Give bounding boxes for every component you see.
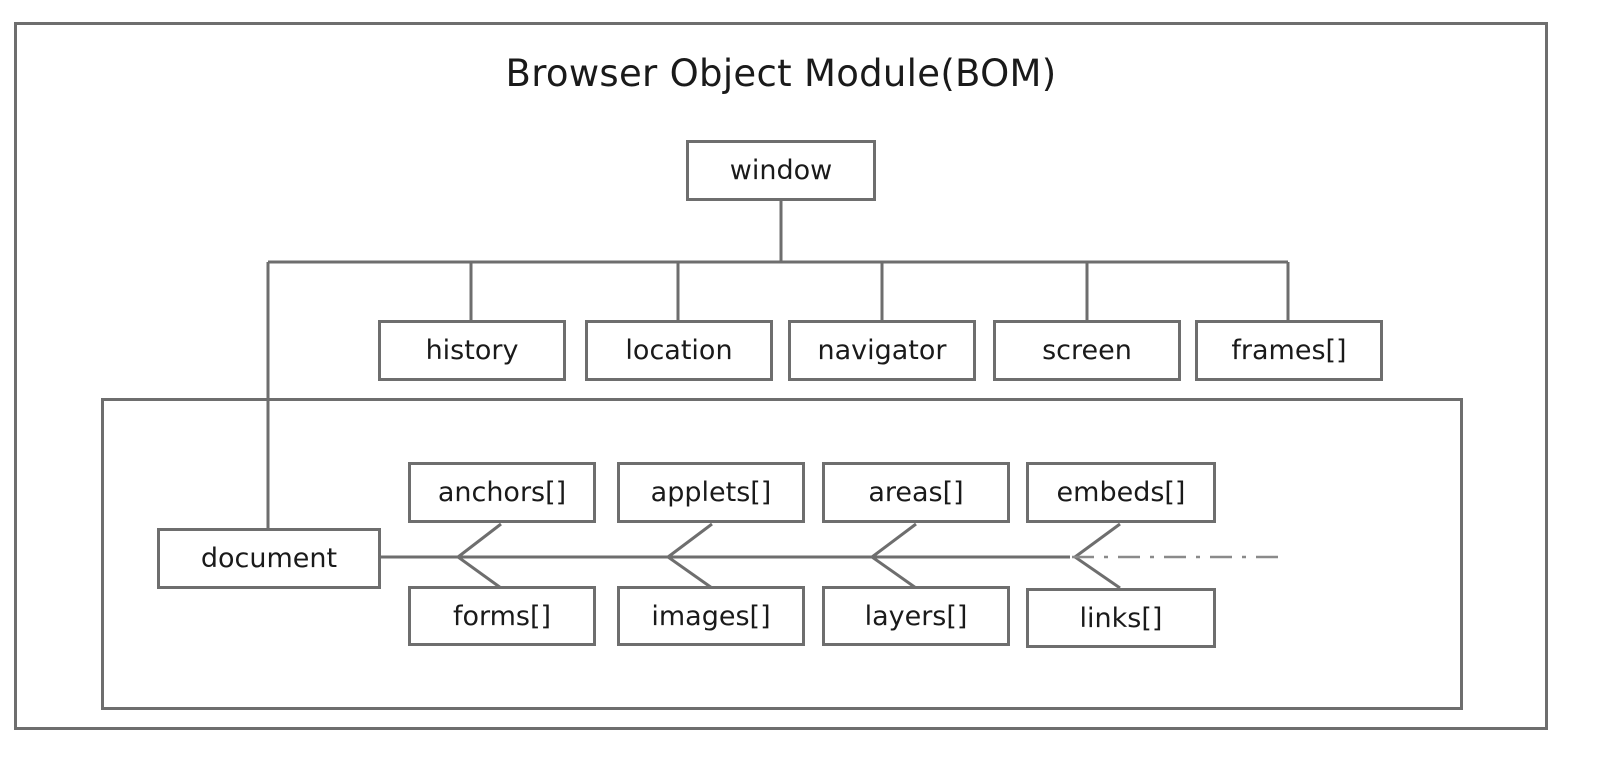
anchors-node: anchors[]: [408, 462, 596, 523]
document-node: document: [157, 528, 381, 589]
applets-node: applets[]: [617, 462, 805, 523]
branch-applets: [665, 522, 713, 590]
links-node: links[]: [1026, 588, 1216, 648]
branch-anchors: [455, 522, 502, 590]
window-node: window: [686, 140, 876, 201]
frames-node: frames[]: [1195, 320, 1383, 381]
history-node: history: [378, 320, 566, 381]
areas-node: areas[]: [822, 462, 1010, 523]
branch-areas: [869, 522, 917, 590]
diagram-frame: [14, 22, 1548, 730]
document-group-frame: [101, 398, 1463, 710]
images-node: images[]: [617, 586, 805, 646]
forms-node: forms[]: [408, 586, 596, 646]
navigator-node: navigator: [788, 320, 976, 381]
location-node: location: [585, 320, 773, 381]
layers-node: layers[]: [822, 586, 1010, 646]
diagram-title: Browser Object Module(BOM): [505, 52, 1057, 95]
embeds-node: embeds[]: [1026, 462, 1216, 523]
screen-node: screen: [993, 320, 1181, 381]
